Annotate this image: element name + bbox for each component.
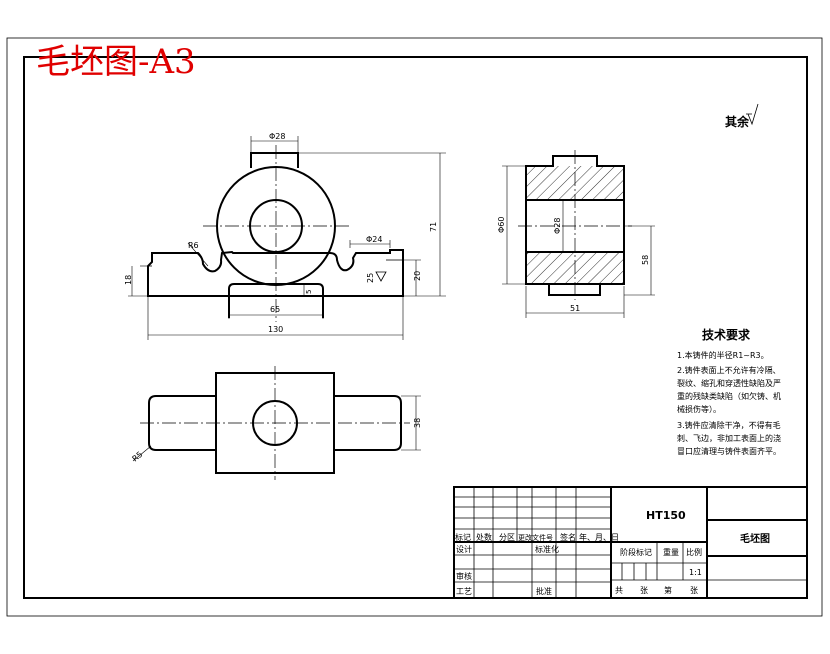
svg-text:HT150: HT150 <box>646 509 686 522</box>
top-view: 38 R5 <box>131 366 422 480</box>
svg-text:张: 张 <box>640 586 648 595</box>
svg-text:工艺: 工艺 <box>456 587 472 596</box>
svg-text:38: 38 <box>413 418 422 428</box>
drawing-title: 毛坯图-A3 <box>36 42 196 82</box>
svg-text:年、月、日: 年、月、日 <box>579 532 619 542</box>
svg-text:签名: 签名 <box>560 532 576 542</box>
svg-text:130: 130 <box>268 325 283 334</box>
svg-text:51: 51 <box>570 304 580 313</box>
svg-text:1:1: 1:1 <box>689 568 702 577</box>
svg-text:处数: 处数 <box>476 532 492 542</box>
svg-text:裂纹、缩孔和穿透性缺陷及严: 裂纹、缩孔和穿透性缺陷及严 <box>677 378 781 388</box>
svg-text:张: 张 <box>690 586 698 595</box>
svg-text:71: 71 <box>429 222 438 232</box>
svg-text:Φ24: Φ24 <box>366 235 382 244</box>
roughness-note: 其余 <box>725 103 759 129</box>
svg-text:R5: R5 <box>131 450 145 464</box>
svg-text:阶段标记: 阶段标记 <box>620 547 652 557</box>
front-view: Φ28 71 R6 Φ24 20 25 18 65 5 130 <box>124 132 446 340</box>
svg-text:批准: 批准 <box>536 586 552 596</box>
svg-text:毛坯图: 毛坯图 <box>740 532 770 545</box>
svg-text:技术要求: 技术要求 <box>702 327 751 342</box>
svg-text:第: 第 <box>664 585 672 595</box>
svg-text:械损伤等）。: 械损伤等）。 <box>677 404 721 414</box>
svg-text:其余: 其余 <box>725 114 750 129</box>
svg-text:标准化: 标准化 <box>535 544 559 554</box>
svg-text:刺、飞边，非加工表面上的浇: 刺、飞边，非加工表面上的浇 <box>677 433 781 443</box>
svg-text:1.本铸件的半径R1~R3。: 1.本铸件的半径R1~R3。 <box>677 350 769 360</box>
svg-text:3.铸件应清除干净，不得有毛: 3.铸件应清除干净，不得有毛 <box>677 420 781 430</box>
svg-text:18: 18 <box>124 275 133 285</box>
svg-text:冒口应清理与铸件表面齐平。: 冒口应清理与铸件表面齐平。 <box>677 446 781 456</box>
svg-text:65: 65 <box>270 305 280 314</box>
tech-requirements: 技术要求 1.本铸件的半径R1~R3。 2.铸件表面上不允许有冷隔、 裂纹、缩孔… <box>677 327 781 456</box>
roughness-symbol-icon <box>746 103 759 126</box>
svg-text:2.铸件表面上不允许有冷隔、: 2.铸件表面上不允许有冷隔、 <box>677 365 781 375</box>
svg-text:共: 共 <box>615 586 623 595</box>
title-block: 标记 处数 分区 更改文件号 签名 年、月、日 设计 标准化 审核 工艺 批准 … <box>453 486 808 599</box>
svg-text:20: 20 <box>413 271 422 281</box>
svg-text:Φ28: Φ28 <box>269 132 285 141</box>
svg-text:重量: 重量 <box>663 547 679 557</box>
svg-text:比例: 比例 <box>686 547 702 557</box>
svg-text:标记: 标记 <box>455 532 471 542</box>
svg-text:重的残缺类缺陷（如欠铸、机: 重的残缺类缺陷（如欠铸、机 <box>677 391 781 401</box>
roughness-symbol-icon <box>375 271 387 282</box>
svg-text:更改文件号: 更改文件号 <box>518 533 553 542</box>
svg-text:Φ28: Φ28 <box>553 218 562 234</box>
svg-text:58: 58 <box>641 255 650 265</box>
side-view: Φ60 Φ28 58 51 <box>497 150 655 318</box>
svg-text:Φ60: Φ60 <box>497 217 506 233</box>
svg-text:分区: 分区 <box>499 533 515 542</box>
svg-text:5: 5 <box>305 290 313 294</box>
inner-frame <box>23 56 808 599</box>
svg-text:R6: R6 <box>188 241 199 250</box>
svg-text:审核: 审核 <box>456 571 472 581</box>
outer-border <box>6 37 823 617</box>
svg-text:设计: 设计 <box>456 544 472 554</box>
svg-text:25: 25 <box>366 273 375 283</box>
